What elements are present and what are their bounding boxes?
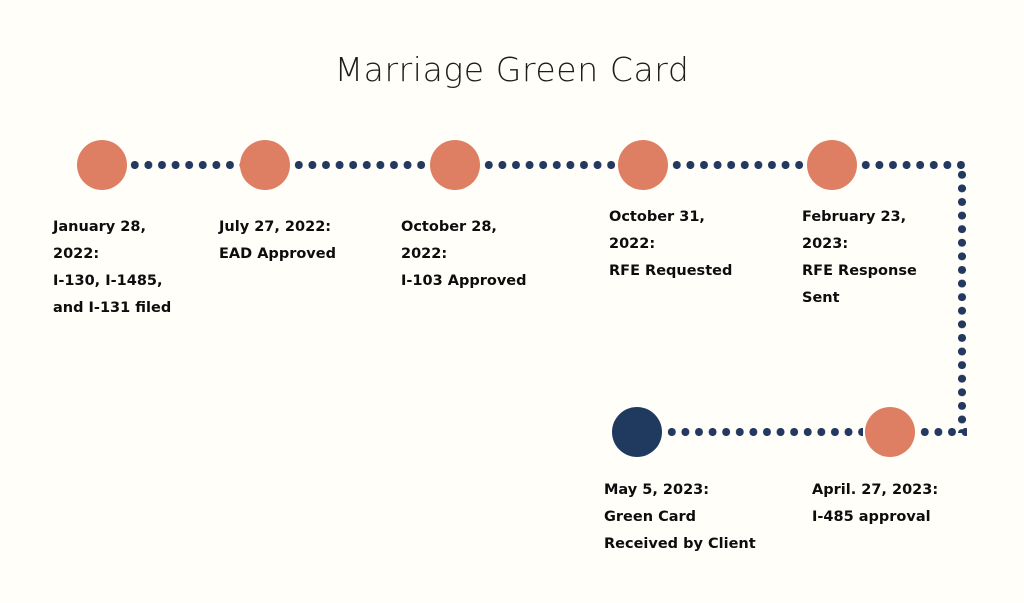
milestone-label-ead-approved: July 27, 2022: EAD Approved (219, 219, 336, 262)
milestone-label-rfe-requested: October 31, 2022: RFE Requested (609, 209, 733, 279)
milestone-label-i-485-approval: April. 27, 2023: I-485 approval (812, 482, 939, 525)
connector-vertical-right (958, 168, 966, 433)
connector-segment-3-4 (482, 161, 617, 169)
page-title: Marriage Green Card (334, 50, 690, 89)
milestone-node-i-130-filed[interactable] (77, 140, 127, 190)
connector-segment-4-5 (670, 161, 806, 169)
milestone-node-rfe-requested[interactable] (618, 140, 668, 190)
milestone-label-green-card-received: May 5, 2023: Green Card Received by Clie… (604, 482, 756, 552)
connector-segment-6-7 (665, 428, 863, 436)
milestone-label-i-103-approved: October 28, 2022: I-103 Approved (401, 219, 527, 289)
connector-segment-1-2 (128, 161, 242, 169)
milestone-node-green-card-received[interactable] (612, 407, 662, 457)
milestone-node-i-103-approved[interactable] (430, 140, 480, 190)
connector-segment-2-3 (292, 161, 430, 169)
milestone-label-i-130-filed: January 28, 2022: I-130, I-1485, and I-1… (53, 219, 172, 316)
milestone-label-rfe-response-sent: February 23, 2023: RFE Response Sent (802, 209, 917, 306)
milestone-node-ead-approved[interactable] (240, 140, 290, 190)
milestone-node-i-485-approval[interactable] (865, 407, 915, 457)
connector-segment-corner-6 (918, 428, 967, 436)
connector-segment-5-corner (859, 161, 967, 169)
milestone-node-rfe-response-sent[interactable] (807, 140, 857, 190)
